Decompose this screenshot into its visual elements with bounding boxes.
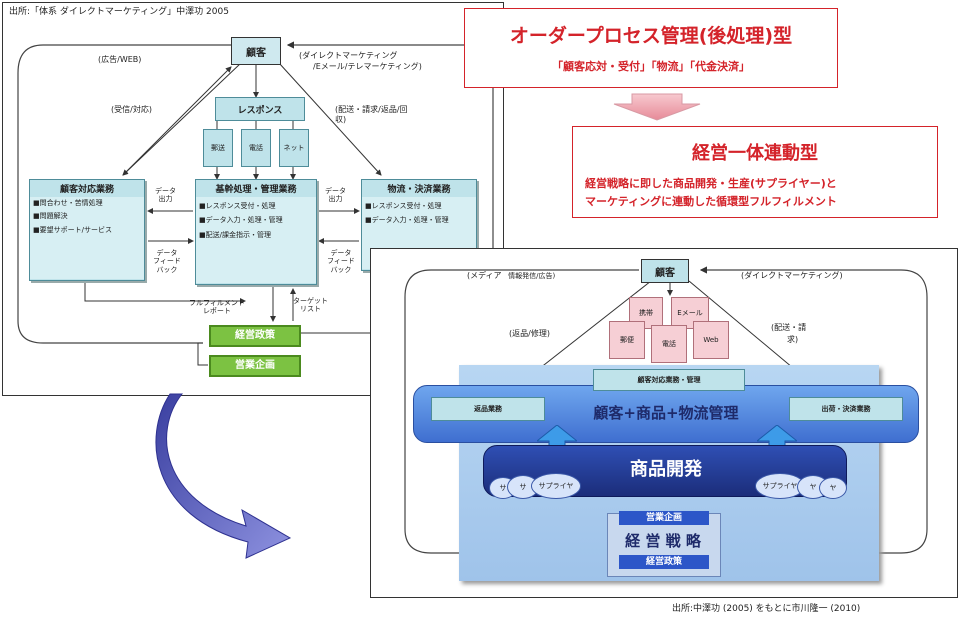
label-line: 出力 bbox=[328, 195, 343, 204]
label-line: ターゲット bbox=[293, 297, 328, 305]
list-item: ■問題解決 bbox=[33, 212, 68, 221]
order-process-banner: オーダープロセス管理(後処理)型 「顧客応対・受付」「物流」「代金決済」 bbox=[464, 8, 838, 88]
label-line: レポート bbox=[202, 307, 231, 316]
right-customer-mgmt-node: 顧客対応業務・管理 bbox=[593, 369, 745, 391]
supplier-oval: ヤ bbox=[819, 477, 847, 499]
left-core-processing-box: 基幹処理・管理業務 ■レスポンス受付・処理 ■データ入力・処理・管理 ■配送/課… bbox=[195, 179, 317, 285]
list-item: ■要望サポート/サービス bbox=[33, 225, 112, 234]
left-sales-planning-box: 営業企画 bbox=[209, 355, 301, 377]
product-development-label: 商品開発 bbox=[630, 459, 702, 480]
left-receive-label: (受信/対応) bbox=[111, 105, 152, 114]
integrated-desc-1: 経営戦略に即した商品開発・生産(サプライヤー)と bbox=[585, 177, 837, 190]
left-data-feedback-label-right: データフィードバック bbox=[327, 249, 355, 274]
left-management-policy-box: 経営政策 bbox=[209, 325, 301, 347]
left-channel-phone: 電話 bbox=[241, 129, 271, 167]
list-item: ■データ入力・処理・管理 bbox=[365, 216, 449, 225]
left-email-tele-label: /Eメール/テレマーケティング) bbox=[313, 62, 422, 71]
right-center-label: 顧客+商品+物流管理 bbox=[593, 403, 739, 422]
left-data-feedback-label: データフィードバック bbox=[153, 249, 181, 274]
supplier-oval: サプライヤ bbox=[755, 473, 805, 499]
left-customer-service-box: 顧客対応業務 ■問合わせ・苦情処理 ■問題解決 ■要望サポート/サービス bbox=[29, 179, 145, 281]
list-item: ■レスポンス受付・処理 bbox=[199, 202, 276, 210]
label-line: フルフィルメント bbox=[189, 299, 245, 307]
list-item: ■問合わせ・苦情処理 bbox=[33, 199, 103, 207]
right-delivery-label: (配送・請 bbox=[771, 323, 807, 332]
left-channel-net: ネット bbox=[279, 129, 309, 167]
label-line: データ bbox=[156, 249, 178, 257]
integrated-desc-2: マーケティングに連動した循環型フルフィルメント bbox=[585, 195, 837, 208]
right-media-label: (メディア 情報発信/広告) bbox=[467, 271, 555, 281]
right-returns-node: 返品業務 bbox=[431, 397, 545, 421]
right-customer-node: 顧客 bbox=[641, 259, 689, 283]
left-customer-service-title: 顧客対応業務 bbox=[59, 185, 114, 195]
left-source-text: 出所:「体系 ダイレクトマーケティング」中澤功 2005 bbox=[9, 7, 229, 17]
right-delivery-label-2: 求) bbox=[787, 335, 799, 344]
footer-source-text: 出所:中澤功 (2005) をもとに市川隆一 (2010) bbox=[672, 604, 861, 614]
order-process-title: オーダープロセス管理(後処理)型 bbox=[509, 25, 793, 47]
label-line: データ bbox=[325, 187, 346, 195]
label-line: データ bbox=[330, 249, 352, 257]
left-data-output-label-right: データ出力 bbox=[325, 187, 346, 204]
label-line: バック bbox=[330, 265, 352, 274]
list-item: ■レスポンス受付・処理 bbox=[365, 202, 442, 210]
left-logistics-title: 物流・決済業務 bbox=[387, 185, 451, 195]
left-customer-node: 顧客 bbox=[231, 37, 281, 65]
label-line: フィード bbox=[327, 257, 355, 266]
right-shipping-node: 出荷・決済業務 bbox=[789, 397, 903, 421]
left-data-output-label: データ出力 bbox=[155, 187, 176, 204]
right-diagram-panel: 顧客 (メディア 情報発信/広告) (ダイレクトマーケティング) 携帯 Eメール… bbox=[370, 248, 958, 598]
left-direct-marketing-label: (ダイレクトマーケティング bbox=[299, 51, 398, 60]
list-item: ■配送/課金指示・管理 bbox=[199, 230, 271, 239]
left-delivery-label-2: 収) bbox=[335, 115, 347, 124]
left-channel-mail: 郵送 bbox=[203, 129, 233, 167]
right-channel-web: Web bbox=[693, 321, 729, 359]
label-line: フィード bbox=[153, 257, 181, 266]
label-line: リスト bbox=[300, 305, 321, 314]
down-arrow-icon bbox=[613, 93, 701, 121]
curved-transition-arrow-icon bbox=[155, 393, 292, 559]
strategy-label: 経 営 戦 略 bbox=[625, 531, 701, 550]
right-return-repair-label: (返品/修理) bbox=[509, 329, 550, 338]
left-core-processing-title: 基幹処理・管理業務 bbox=[215, 185, 297, 195]
list-item: ■データ入力・処理・管理 bbox=[199, 216, 283, 225]
integrated-banner: 経営一体連動型 経営戦略に即した商品開発・生産(サプライヤー)と マーケティング… bbox=[572, 126, 938, 218]
sales-planning-node: 営業企画 bbox=[619, 511, 709, 525]
left-fulfillment-report-label: フルフィルメントレポート bbox=[189, 299, 245, 316]
left-delivery-label: (配送・請求/返品/回 bbox=[335, 105, 408, 114]
label-line: 出力 bbox=[158, 195, 173, 204]
left-target-list-label: ターゲットリスト bbox=[293, 297, 328, 314]
left-ad-web-label: (広告/WEB) bbox=[98, 55, 142, 64]
order-process-subtitle: 「顧客応対・受付」「物流」「代金決済」 bbox=[552, 60, 750, 73]
left-response-node: レスポンス bbox=[215, 97, 305, 121]
right-channel-phone: 電話 bbox=[651, 325, 687, 363]
label-line: バック bbox=[156, 265, 178, 274]
right-direct-marketing-label: (ダイレクトマーケティング) bbox=[741, 271, 843, 280]
supplier-oval: サプライヤ bbox=[531, 473, 581, 499]
right-channel-post: 郵便 bbox=[609, 321, 645, 359]
left-customer-service-items: ■問合わせ・苦情処理 ■問題解決 ■要望サポート/サービス bbox=[30, 197, 144, 279]
right-channel-mobile: 携帯 bbox=[629, 297, 663, 329]
label-line: データ bbox=[155, 187, 176, 195]
media-sub-label: 情報発信/広告) bbox=[508, 272, 556, 280]
management-policy-node: 経営政策 bbox=[619, 555, 709, 569]
integrated-title: 経営一体連動型 bbox=[692, 143, 818, 164]
left-core-processing-items: ■レスポンス受付・処理 ■データ入力・処理・管理 ■配送/課金指示・管理 bbox=[196, 197, 316, 283]
media-label: (メディア bbox=[467, 271, 502, 280]
